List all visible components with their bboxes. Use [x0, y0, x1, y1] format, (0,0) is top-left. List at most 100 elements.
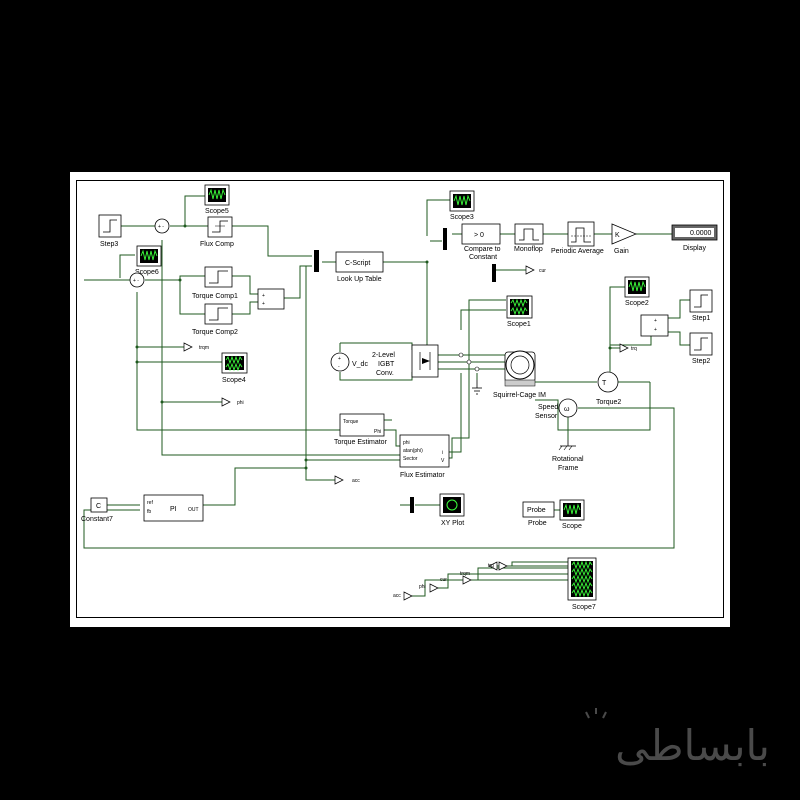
rotational-frame: Rotational Frame — [552, 440, 584, 472]
acc-tag[interactable]: acc — [334, 475, 360, 485]
wires — [83, 195, 690, 597]
scope7-tag-phi: phi — [419, 584, 426, 590]
sum1-block[interactable]: + - — [154, 218, 170, 234]
sum3-block[interactable]: + + — [257, 288, 285, 310]
step1-block[interactable]: Step1 — [689, 289, 713, 322]
scope4-label: Scope4 — [222, 377, 246, 384]
torque-comp2-block[interactable]: Torque Comp2 — [192, 303, 238, 336]
phi-tag-label: phi — [237, 400, 244, 406]
junction-dots — [135, 224, 612, 470]
flux-comp-label: Flux Comp — [200, 241, 234, 248]
fe-port-i: i — [442, 450, 443, 456]
probe-block[interactable]: Probe Probe — [522, 501, 555, 527]
svg-text:+: + — [654, 327, 657, 333]
scope7-tags[interactable]: acc phi cur trqm trq — [393, 561, 508, 601]
schematic-canvas — [76, 180, 724, 618]
scope6-block[interactable]: Scope6 — [135, 245, 162, 276]
converter-label-3: Conv. — [376, 370, 394, 377]
constant-symbol: C — [96, 503, 101, 510]
flux-estimator[interactable]: phi atan(phi) Sector i V Flux Estimator — [399, 434, 450, 479]
squirrel-cage-machine[interactable]: Squirrel-Cage IM — [493, 350, 546, 399]
acc-tag-label: acc — [352, 478, 360, 484]
fe-port-phi: phi — [403, 440, 410, 446]
svg-text:+: + — [654, 318, 657, 324]
periodic-average-block[interactable]: Periodic Average — [551, 221, 604, 255]
constant7-label: Constant7 — [81, 516, 113, 523]
phi-tag[interactable]: phi — [221, 397, 244, 407]
rotational-frame-label-2: Frame — [558, 465, 578, 472]
svg-text:ω: ω — [564, 406, 570, 413]
step2-block[interactable]: Step2 — [689, 332, 713, 365]
cur-tag-label: cur — [539, 268, 546, 274]
scope5-block[interactable]: Scope5 — [204, 184, 230, 215]
compare-block[interactable]: > 0 Compare to Constant — [461, 223, 501, 261]
svg-text:+: + — [262, 301, 265, 307]
igbt-converter[interactable]: 2-Level IGBT Conv. — [372, 344, 439, 378]
compare-label-1: Compare to — [464, 246, 501, 253]
step3-block[interactable]: Step3 — [98, 214, 122, 248]
torque-comp1-label: Torque Comp1 — [192, 293, 238, 300]
scope7-block[interactable]: Scope7 — [567, 557, 597, 611]
scope1-label: Scope1 — [507, 321, 531, 328]
scope3-label: Scope3 — [450, 214, 474, 221]
trqm-tag[interactable]: trqm — [183, 342, 209, 352]
scope6-label: Scope6 — [135, 269, 159, 276]
scope2-label: Scope2 — [625, 300, 649, 307]
sum2-block[interactable]: + - — [129, 272, 145, 288]
xy-demux[interactable] — [410, 497, 414, 513]
scope-label: Scope — [562, 523, 582, 530]
cur-tag[interactable]: cur — [525, 265, 546, 275]
pi-controller[interactable]: ref fb PI OUT — [143, 494, 204, 522]
speed-sensor-label-2: Sensor — [535, 413, 558, 420]
scope2-block[interactable]: Scope2 — [624, 276, 650, 307]
pi-ref: ref — [147, 500, 153, 506]
scope1-block[interactable]: Scope1 — [506, 295, 533, 328]
scope-block[interactable]: Scope — [559, 499, 585, 530]
watermark-logo: بابساطی — [585, 708, 770, 770]
te-port-phi: Phi — [374, 429, 381, 435]
torque2-sensor[interactable]: T Torque2 — [596, 371, 621, 406]
torque2-label: Torque2 — [596, 399, 621, 406]
look-up-table-label: Look Up Table — [337, 276, 382, 283]
vdc-source[interactable]: + - V_dc — [330, 352, 368, 372]
speed-sensor[interactable]: ω Speed Sensor — [535, 398, 578, 420]
fe-port-atan: atan(phi) — [403, 448, 423, 454]
scope3-block[interactable]: Scope3 — [449, 190, 475, 221]
scope4-block[interactable]: Scope4 — [221, 352, 248, 384]
monoflop-block[interactable]: Monoflop — [514, 223, 544, 253]
current-sensors — [458, 352, 480, 372]
te-port-torque: Torque — [343, 419, 359, 425]
svg-text:+: + — [262, 293, 265, 299]
display-label: Display — [683, 245, 706, 252]
fe-port-v: V — [441, 458, 445, 464]
c-script-label: C-Script — [345, 260, 370, 267]
display-block[interactable]: 0.0000 Display — [671, 224, 718, 252]
speed-sensor-label-1: Speed — [538, 404, 558, 411]
mux-block[interactable] — [314, 250, 319, 272]
scope7-tag-cur: cur — [440, 577, 447, 583]
xy-plot-block[interactable]: XY Plot — [439, 493, 465, 527]
torque-comp1-block[interactable]: Torque Comp1 — [192, 266, 238, 300]
svg-text:+: + — [338, 356, 341, 362]
gain-block[interactable]: K Gain — [611, 223, 638, 255]
cur-demux[interactable] — [492, 264, 496, 282]
trq-tag[interactable]: trq — [619, 343, 637, 353]
trq-tag-label: trq — [631, 346, 637, 352]
fe-port-sector: Sector — [403, 456, 418, 462]
torque-estimator[interactable]: Torque Phi Torque Estimator — [334, 413, 388, 446]
scope7-tag-trq: trq — [488, 563, 494, 569]
scope7-tag-acc: acc — [393, 593, 401, 599]
demux-block[interactable] — [443, 228, 447, 250]
pi-out: OUT — [188, 507, 199, 513]
sum4-block[interactable]: + + — [640, 314, 669, 337]
rotational-frame-label-1: Rotational — [552, 456, 584, 463]
flux-comp-block[interactable]: Flux Comp — [200, 216, 234, 248]
c-script-block[interactable]: C-Script Look Up Table — [335, 251, 384, 283]
svg-text:T: T — [602, 380, 607, 387]
machine-label: Squirrel-Cage IM — [493, 392, 546, 399]
xy-plot-label: XY Plot — [441, 520, 464, 527]
constant7-block[interactable]: C Constant7 — [81, 497, 113, 523]
probe-box-label: Probe — [527, 507, 546, 514]
monoflop-label: Monoflop — [514, 246, 543, 253]
svg-text:+ -: + - — [158, 224, 164, 230]
